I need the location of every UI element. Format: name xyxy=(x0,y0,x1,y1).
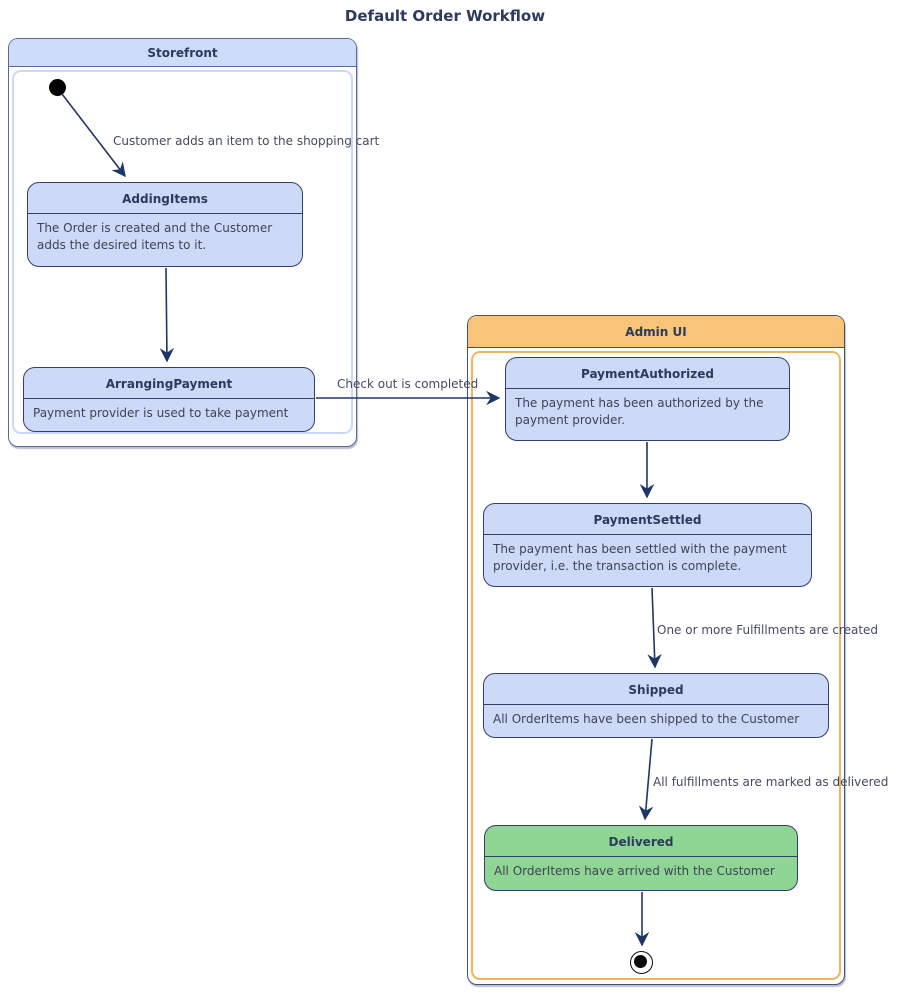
diagram-title: Default Order Workflow xyxy=(344,7,546,25)
state-delivered-title: Delivered xyxy=(485,826,797,857)
container-admin-ui-header: Admin UI xyxy=(468,316,844,348)
state-payment-authorized: PaymentAuthorized The payment has been a… xyxy=(505,357,790,441)
final-state-inner-dot xyxy=(634,955,647,968)
state-arranging-payment-title: ArrangingPayment xyxy=(24,368,314,399)
state-arranging-payment: ArrangingPayment Payment provider is use… xyxy=(23,367,315,432)
initial-state-icon xyxy=(49,79,66,96)
state-arranging-payment-description: Payment provider is used to take payment xyxy=(33,406,289,420)
container-storefront-label: Storefront xyxy=(147,45,218,60)
state-shipped-title: Shipped xyxy=(484,674,828,705)
state-payment-settled-title: PaymentSettled xyxy=(484,504,811,535)
state-shipped-description: All OrderItems have been shipped to the … xyxy=(493,712,800,726)
state-payment-authorized-title: PaymentAuthorized xyxy=(506,358,789,389)
state-payment-settled-description: The payment has been settled with the pa… xyxy=(493,542,787,573)
transition-label-checkout: Check out is completed xyxy=(337,377,479,391)
state-adding-items-title: AddingItems xyxy=(28,183,302,214)
container-admin-ui-label: Admin UI xyxy=(625,324,687,339)
transition-label-fulfillments-created: One or more Fulfillments are created xyxy=(657,623,879,637)
transition-label-add-item: Customer adds an item to the shopping ca… xyxy=(113,134,380,148)
state-payment-authorized-description: The payment has been authorized by the p… xyxy=(515,396,764,427)
container-storefront-inner-frame xyxy=(12,70,353,434)
state-adding-items: AddingItems The Order is created and the… xyxy=(27,182,303,267)
final-state-icon xyxy=(630,951,653,974)
state-adding-items-description: The Order is created and the Customer ad… xyxy=(37,221,273,252)
transition-label-marked-delivered: All fulfillments are marked as delivered xyxy=(653,775,889,789)
container-storefront-header: Storefront xyxy=(9,39,356,67)
state-delivered: Delivered All OrderItems have arrived wi… xyxy=(484,825,798,891)
state-shipped: Shipped All OrderItems have been shipped… xyxy=(483,673,829,738)
state-delivered-description: All OrderItems have arrived with the Cus… xyxy=(494,864,775,878)
container-admin-ui-inner-frame xyxy=(471,351,841,980)
state-payment-settled: PaymentSettled The payment has been sett… xyxy=(483,503,812,587)
